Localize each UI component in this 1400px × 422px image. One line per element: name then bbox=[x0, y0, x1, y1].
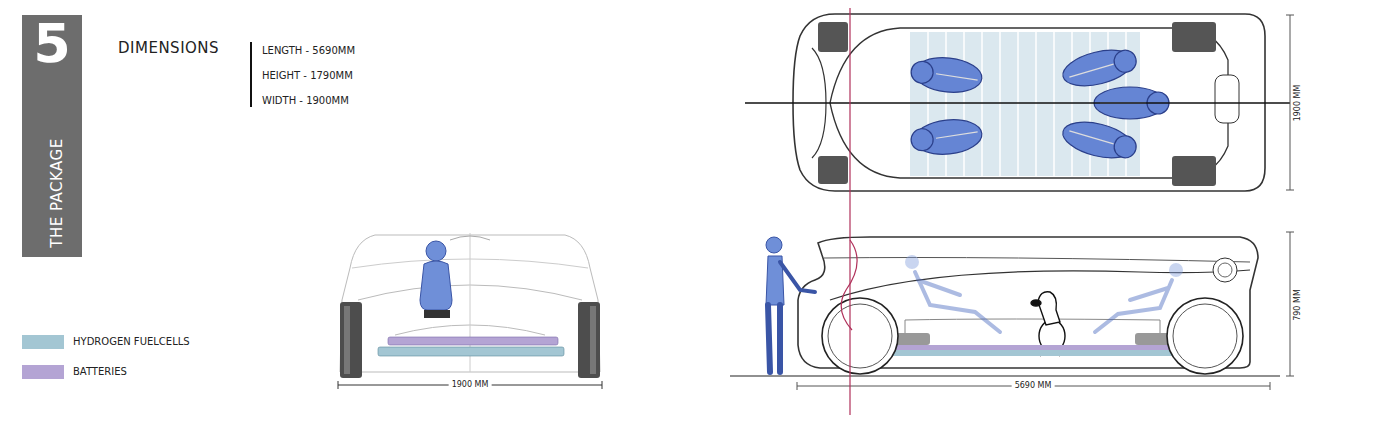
side-view-part-part bbox=[1130, 288, 1168, 300]
top-view-part bbox=[1286, 190, 1294, 191]
top-view-part bbox=[818, 22, 848, 52]
side-view-part bbox=[730, 375, 1280, 376]
top-view-part bbox=[1172, 22, 1216, 52]
top-view-part-part bbox=[1059, 43, 1140, 92]
side-view-part-part bbox=[1169, 263, 1183, 277]
dimension-label: 1900 MM bbox=[1293, 82, 1302, 125]
section-number: 5 bbox=[33, 17, 71, 71]
top-view-part-part-part bbox=[1112, 133, 1139, 160]
legend-swatch bbox=[22, 335, 64, 349]
dimension-note: WIDTH - 1900MM bbox=[262, 95, 349, 107]
top-view bbox=[745, 14, 1294, 191]
divider-line bbox=[250, 42, 252, 107]
front-view-part bbox=[450, 236, 490, 240]
front-view-part bbox=[420, 261, 452, 310]
side-view-part-part bbox=[915, 272, 1000, 332]
top-view-part-part-part bbox=[910, 60, 934, 84]
side-view-part-part bbox=[766, 237, 782, 253]
top-view-part-part-part bbox=[1112, 48, 1139, 75]
section-title: THE PACKAGE bbox=[49, 138, 66, 247]
side-view bbox=[730, 232, 1294, 390]
side-view-part-part bbox=[780, 262, 815, 292]
front-view-part bbox=[340, 302, 362, 378]
top-view-part bbox=[818, 156, 848, 184]
top-view-part-part-part bbox=[936, 132, 978, 138]
top-view-part-part bbox=[909, 54, 983, 95]
top-view-part-part-part bbox=[910, 128, 934, 152]
side-view-part bbox=[1167, 298, 1243, 374]
side-view-part bbox=[822, 298, 898, 374]
top-view-part-part bbox=[909, 117, 983, 158]
side-view-part bbox=[1286, 232, 1294, 233]
side-view-part bbox=[1173, 304, 1237, 368]
dimension-label: 5690 MM bbox=[1012, 381, 1055, 390]
front-view-part bbox=[590, 306, 596, 374]
dimension-label: 1900 MM bbox=[449, 380, 492, 389]
front-view bbox=[338, 233, 602, 389]
section-band: 5THE PACKAGE bbox=[22, 15, 82, 257]
legend-text: BATTERIES bbox=[73, 366, 127, 378]
side-view-part-part bbox=[1031, 300, 1041, 306]
side-view-part bbox=[1218, 263, 1232, 277]
legend-text: HYDROGEN FUELCELLS bbox=[73, 336, 190, 348]
axle-reference-line bbox=[849, 8, 850, 415]
side-view-part bbox=[1213, 258, 1237, 282]
top-view-part-part bbox=[1053, 32, 1055, 176]
side-view-part bbox=[828, 304, 892, 368]
front-view-part bbox=[378, 347, 564, 356]
front-view-part bbox=[426, 241, 446, 261]
side-view-part bbox=[766, 237, 815, 372]
side-view-part-part bbox=[918, 280, 960, 295]
dimension-note: HEIGHT - 1790MM bbox=[262, 70, 353, 82]
front-view-part bbox=[338, 381, 339, 389]
top-view-part-part bbox=[927, 32, 929, 176]
front-view-part bbox=[578, 302, 600, 378]
top-view-part bbox=[1215, 75, 1239, 123]
front-view-part bbox=[424, 310, 450, 318]
axle-reference-line bbox=[841, 240, 857, 330]
side-view-part-part bbox=[768, 305, 780, 372]
top-view-part-part bbox=[1059, 116, 1140, 165]
side-view-part bbox=[1286, 376, 1294, 377]
dimension-note: LENGTH - 5690MM bbox=[262, 45, 355, 57]
top-view-part-part bbox=[1071, 32, 1073, 176]
top-view-part-part-part bbox=[936, 74, 978, 80]
side-view-part bbox=[1290, 232, 1291, 376]
top-view-part bbox=[1172, 156, 1216, 186]
top-view-part-part bbox=[1035, 32, 1037, 176]
top-view-part-part bbox=[999, 32, 1001, 176]
side-view-part bbox=[905, 319, 1160, 345]
side-view-part-part bbox=[1038, 292, 1060, 325]
side-view-part-part bbox=[1095, 280, 1172, 332]
section-heading: DIMENSIONS bbox=[118, 40, 219, 57]
side-view-part bbox=[905, 255, 1183, 332]
side-view-part bbox=[850, 350, 1180, 356]
top-view-part bbox=[745, 102, 1290, 103]
top-view-part-part bbox=[1017, 32, 1019, 176]
side-view-part bbox=[850, 345, 1180, 350]
front-view-part bbox=[602, 381, 603, 389]
top-view-part-part bbox=[963, 32, 965, 176]
top-view-part bbox=[1290, 15, 1291, 190]
legend-swatch bbox=[22, 365, 64, 379]
side-view-part bbox=[824, 258, 1250, 263]
top-view-part bbox=[909, 43, 1169, 165]
side-view-part bbox=[797, 382, 798, 390]
dimension-label: 790 MM bbox=[1293, 286, 1302, 324]
side-view-part bbox=[1270, 382, 1271, 390]
top-view-part bbox=[1286, 15, 1294, 16]
top-view-part-part-part bbox=[1069, 131, 1114, 144]
top-view-part-part bbox=[981, 32, 983, 176]
top-view-part-part-part bbox=[1069, 64, 1114, 77]
front-view-part bbox=[388, 337, 558, 345]
side-view-part-part bbox=[905, 255, 919, 269]
front-view-part bbox=[344, 306, 350, 374]
